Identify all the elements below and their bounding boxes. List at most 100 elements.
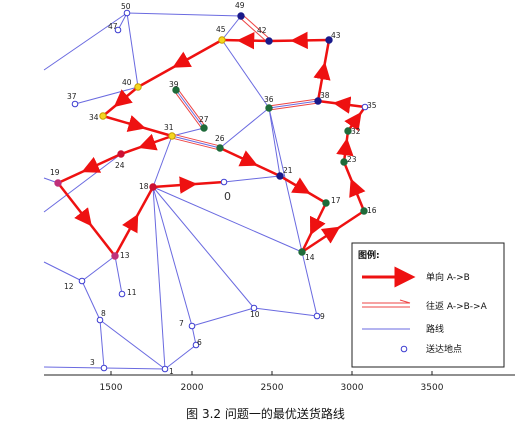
road-segment <box>43 261 83 282</box>
legend-one-way: 单向 A->B <box>362 266 470 288</box>
road-segment <box>152 186 303 253</box>
legend-delivery-label: 送达地点 <box>426 343 462 355</box>
node-45-label: 45 <box>216 25 226 34</box>
route-segment <box>137 124 173 138</box>
route-arrow-segment <box>332 96 366 114</box>
node-47-label: 47 <box>108 22 118 31</box>
node-40-marker <box>134 83 142 91</box>
node-10-marker <box>250 304 258 312</box>
route-segment <box>132 186 155 223</box>
node-27-label: 27 <box>199 115 209 124</box>
node-31-label: 31 <box>164 123 174 132</box>
legend-round-trip-tick <box>399 299 411 304</box>
node-27-marker <box>200 124 208 132</box>
node-17-label: 17 <box>331 196 341 205</box>
node-42-label: 42 <box>257 26 267 35</box>
road-segment <box>171 135 221 149</box>
node-1-marker <box>161 365 169 373</box>
node-34-label: 34 <box>89 113 99 122</box>
node-18-label: 18 <box>139 182 149 191</box>
route-segment <box>57 167 91 185</box>
node-11-label: 11 <box>127 288 137 297</box>
node-7-label: 7 <box>179 319 184 328</box>
route-segment <box>137 62 181 89</box>
x-tick-label: 1500 <box>100 383 123 393</box>
route-arrow-segment <box>113 86 139 108</box>
node-7-marker <box>188 322 196 330</box>
node-49-label: 49 <box>235 1 245 10</box>
node-6-marker <box>192 341 200 349</box>
node-13-marker <box>111 252 119 260</box>
node-36-marker <box>265 104 273 112</box>
x-tick-label: 2000 <box>181 383 204 393</box>
node-9-label: 9 <box>320 312 325 321</box>
road-segment <box>99 319 105 369</box>
origin-label: 0 <box>224 190 231 203</box>
legend-round-trip: 往返 A->B->A <box>362 299 488 312</box>
round-trip-segment <box>241 14 271 40</box>
node-24-marker <box>117 150 125 158</box>
route-arrow-segment <box>279 174 311 194</box>
node-35-marker <box>361 103 369 111</box>
node-24-label: 24 <box>115 161 125 170</box>
round-trip-segment <box>171 137 220 151</box>
road-segment <box>301 251 318 317</box>
node-12-label: 12 <box>64 282 74 291</box>
node-3-label: 3 <box>90 358 95 367</box>
node-16-marker <box>360 207 368 215</box>
node-23-label: 23 <box>347 155 357 164</box>
route-segment <box>342 161 356 187</box>
node-3-marker <box>100 364 108 372</box>
node-8-marker <box>96 316 104 324</box>
legend-round-trip-label: 往返 A->B->A <box>426 300 488 312</box>
round-trip-segment <box>172 133 221 147</box>
node-12-marker <box>78 277 86 285</box>
route-segment <box>221 38 246 42</box>
route-arrow-segment <box>152 176 198 194</box>
node-19-label: 19 <box>50 168 60 177</box>
road-segment <box>268 107 281 177</box>
road-segment <box>81 255 116 282</box>
node-23-marker <box>340 158 348 166</box>
route-arrow-segment <box>102 114 146 132</box>
route-arrow-segment <box>172 38 223 68</box>
node-38-label: 38 <box>320 91 330 100</box>
road-segment <box>175 89 205 129</box>
road-segment <box>171 127 205 137</box>
node-0-marker <box>220 178 228 186</box>
road-segment <box>221 15 242 41</box>
road-segment <box>43 12 128 71</box>
node-17-marker <box>322 199 330 207</box>
route-segment <box>300 226 316 253</box>
figure-caption: 图 3.2 问题一的最优送货路线 <box>186 407 345 421</box>
node-50-label: 50 <box>121 2 131 11</box>
road-segment <box>152 186 166 370</box>
one-way-routes <box>57 31 367 257</box>
node-38-marker <box>314 97 322 105</box>
node-31-marker <box>168 132 176 140</box>
legend-delivery: 送达地点 <box>400 343 462 355</box>
route-segment <box>188 180 225 186</box>
node-6-label: 6 <box>197 338 202 347</box>
road-segment <box>253 307 318 317</box>
node-43-marker <box>325 36 333 44</box>
node-35-label: 35 <box>367 101 377 110</box>
road-segment <box>268 100 319 109</box>
route-arrow-segment <box>57 182 92 227</box>
road-segment <box>191 307 255 327</box>
node-34-marker <box>99 112 107 120</box>
route-segment <box>120 143 147 156</box>
node-11-marker <box>118 290 126 298</box>
node-36-label: 36 <box>264 95 274 104</box>
node-21-label: 21 <box>283 166 293 175</box>
node-50-marker <box>123 9 131 17</box>
route-arrow-segment <box>290 31 330 50</box>
route-arrow-segment <box>349 178 366 212</box>
legend: 图例: 单向 A->B 往返 A->B->A 路线 送达地点 <box>351 242 505 368</box>
road-segment <box>164 344 197 370</box>
road-segment <box>152 186 193 327</box>
route-segment <box>85 218 116 257</box>
road-segment <box>103 367 166 370</box>
